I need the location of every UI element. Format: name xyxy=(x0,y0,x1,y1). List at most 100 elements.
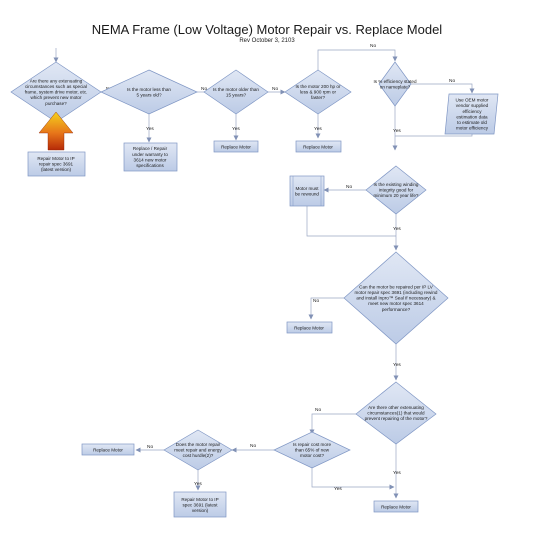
decision-repair-cost xyxy=(273,431,351,469)
node-text-q-less-5yrs: 5 years old? xyxy=(136,92,161,97)
node-text-q-winding: Is the existing winding xyxy=(374,182,419,187)
label-yes: Yes xyxy=(146,126,154,132)
process-must-rewound xyxy=(289,175,325,207)
node-text-q-repair-cost: motor cost? xyxy=(300,453,324,458)
node-text-replace-warranty: Replace / Repair xyxy=(133,146,168,151)
label-yes: Yes xyxy=(334,486,342,492)
node-text-repair-ip-bottom: Repair Motor to IP xyxy=(181,497,218,502)
label-no: No xyxy=(250,443,256,449)
label-no: No xyxy=(147,444,153,450)
node-text-q-circumstances: frame, system drive motor, etc. xyxy=(25,90,88,95)
node-text-use-oem: estimation data xyxy=(456,114,488,119)
node-text-use-oem: motor efficiency xyxy=(456,126,489,131)
label-no: No xyxy=(346,184,352,190)
node-text-must-rewound: Motor must xyxy=(296,186,320,191)
edge-eff-no xyxy=(411,83,475,94)
label-yes: Yes xyxy=(393,128,401,134)
decision-other-circumstances xyxy=(355,381,437,445)
node-text-q-circumstances: purchase? xyxy=(45,101,67,106)
process-replace-warranty xyxy=(123,142,178,172)
node-text-q-hurdle: cost hurdle(2)? xyxy=(183,453,214,458)
node-text-q-hurdle: Does the motor repair xyxy=(176,442,221,447)
edge-other-no xyxy=(309,413,356,435)
label-yes: Yes xyxy=(232,126,240,132)
process-replace-motor-1 xyxy=(213,140,259,153)
node-text-q-winding: minimum 20 year life? xyxy=(374,193,419,198)
label-no: No xyxy=(201,86,207,92)
edge-rewound-down xyxy=(306,206,396,237)
node-text-replace-warranty: under warranty to xyxy=(132,152,168,157)
label-no: No xyxy=(313,298,319,304)
diagram-title: NEMA Frame (Low Voltage) Motor Repair vs… xyxy=(91,22,443,37)
label-no: No xyxy=(370,43,376,49)
decision-less-5-years xyxy=(100,69,198,115)
process-replace-motor-4 xyxy=(81,443,135,456)
edge-200hp-no xyxy=(317,49,398,70)
label-yes: Yes xyxy=(314,126,322,132)
node-text-q-circumstances: circumstances such as special xyxy=(25,84,87,89)
process-repair-ip-top xyxy=(27,151,86,177)
node-text-replace-2: Replace Motor xyxy=(303,145,333,150)
node-text-use-oem: vendor supplied xyxy=(456,103,489,108)
process-replace-motor-2 xyxy=(295,140,342,153)
node-text-replace-1: Replace Motor xyxy=(221,145,251,150)
edge-spec-no xyxy=(308,297,344,320)
node-text-use-oem: efficiency xyxy=(462,109,482,114)
node-text-q-repair-spec: performance? xyxy=(382,307,411,312)
node-text-q-200hp: less & 900 rpm or xyxy=(300,90,336,95)
node-text-q-repair-spec: Can the motor be repaired per IP LV xyxy=(359,284,434,289)
node-text-q-repair-spec: meet new motor spec 3614 xyxy=(368,301,424,306)
node-text-repair-ip-top: Repair Motor to IP xyxy=(37,156,74,161)
node-text-q-repair-spec: and install Inpro™ Seal if necessary) & xyxy=(356,296,435,301)
node-text-q-repair-cost: than 65% of new xyxy=(295,448,330,453)
process-replace-motor-3 xyxy=(286,321,333,334)
diagram-subtitle: Rev October 3, 2103 xyxy=(239,38,295,44)
decision-200hp xyxy=(284,69,352,115)
node-text-q-circumstances: Are there any extenuating xyxy=(30,78,83,83)
node-text-q-other-circ: circumstances(1) that would xyxy=(367,411,425,416)
label-yes: Yes xyxy=(194,481,202,487)
node-text-q-other-circ: Are there other extenuating xyxy=(368,405,424,410)
node-text-q-hurdle: meet repair and energy xyxy=(174,448,222,453)
highlight-arrow xyxy=(38,111,74,151)
node-text-replace-5: Replace Motor xyxy=(381,505,411,510)
node-text-q-less-5yrs: Is the motor less than xyxy=(127,87,171,92)
node-text-q-older-15: 15 years? xyxy=(226,92,247,97)
label-no: No xyxy=(315,407,321,413)
process-repair-ip-bottom xyxy=(173,491,227,518)
label-yes: Yes xyxy=(393,226,401,232)
data-use-oem xyxy=(444,93,499,135)
decision-hurdle xyxy=(163,429,233,471)
node-text-q-circumstances: which prevent new motor xyxy=(30,95,82,100)
process-replace-motor-5 xyxy=(373,500,419,513)
node-text-repair-ip-top: repair spec 3691 xyxy=(39,162,74,167)
node-text-use-oem: Use OEM motor xyxy=(456,98,489,103)
node-text-q-repair-spec: motor repair spec 3691 (including rewind xyxy=(355,290,438,295)
label-yes: Yes xyxy=(393,470,401,476)
edge-cost-yes xyxy=(311,468,395,490)
label-yes: Yes xyxy=(393,362,401,368)
node-text-q-winding: integrity good for xyxy=(379,188,414,193)
node-text-q-eff-nameplate: on nameplate? xyxy=(380,84,411,89)
node-text-q-200hp: faster? xyxy=(311,95,325,100)
node-text-must-rewound: be rewound xyxy=(295,191,319,196)
node-text-replace-3: Replace Motor xyxy=(294,326,324,331)
node-text-q-other-circ: prevent repairing of the motor? xyxy=(365,416,428,421)
decision-efficiency-nameplate xyxy=(378,61,412,107)
node-text-q-200hp: Is the motor 200 hp or xyxy=(296,84,341,89)
decision-winding-integrity xyxy=(365,165,427,215)
decision-older-15-years xyxy=(203,69,269,115)
node-text-use-oem: to estimate old xyxy=(457,120,487,125)
label-no: No xyxy=(449,78,455,84)
node-text-repair-ip-top: (latest version) xyxy=(41,167,72,172)
node-text-replace-warranty: specifications xyxy=(136,163,164,168)
node-text-q-older-15: Is the motor older than xyxy=(213,87,259,92)
node-text-repair-ip-bottom: version) xyxy=(192,508,209,513)
label-no: No xyxy=(272,86,278,92)
node-text-replace-warranty: 3614 new motor xyxy=(134,157,167,162)
node-text-replace-4: Replace Motor xyxy=(93,448,123,453)
decision-repair-per-spec xyxy=(343,251,449,345)
node-text-q-repair-cost: Is repair cost more xyxy=(293,442,331,447)
